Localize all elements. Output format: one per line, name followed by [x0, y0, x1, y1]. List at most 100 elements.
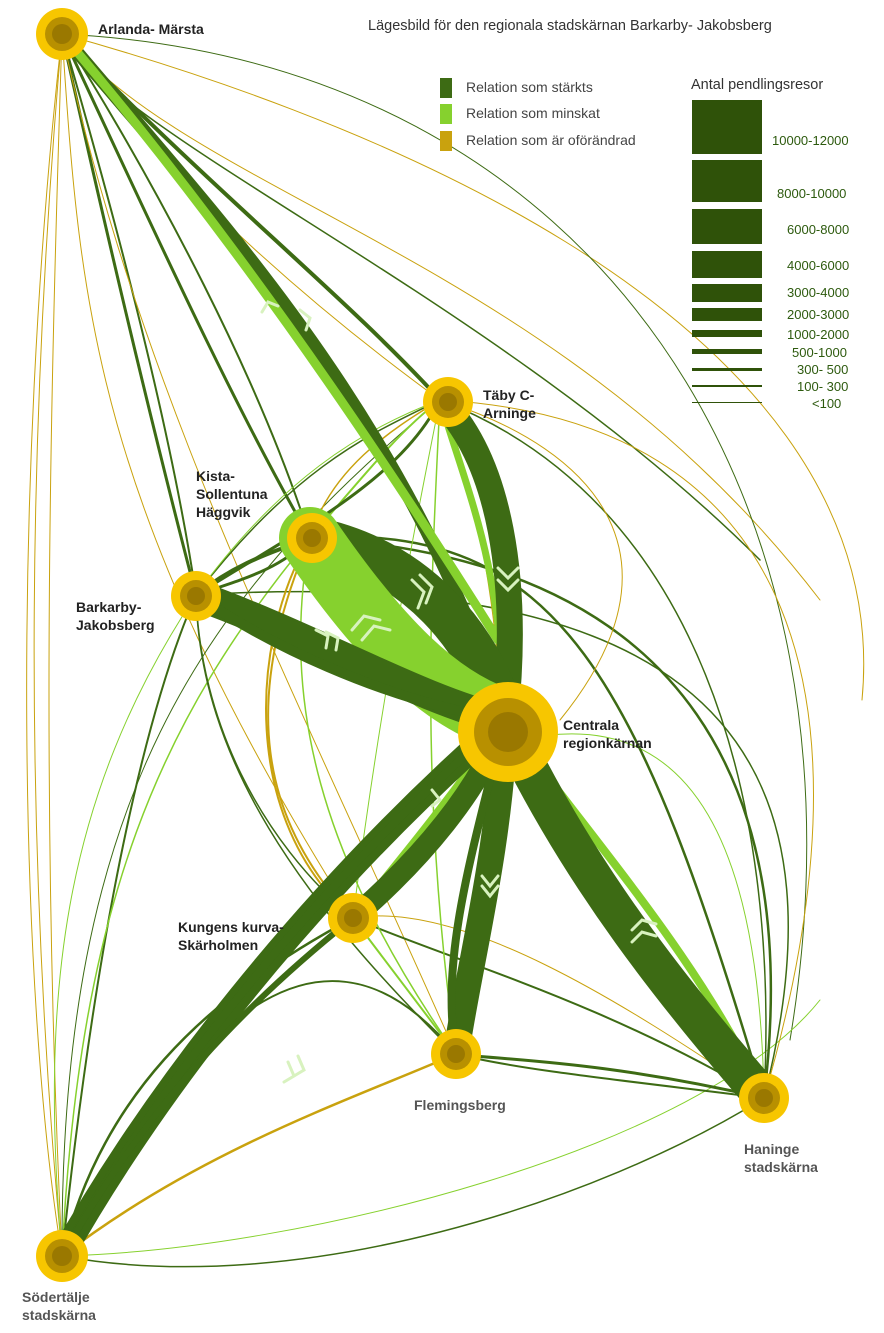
chevron-marker — [630, 918, 658, 944]
size-label: 10000-12000 — [772, 133, 849, 148]
size-bar — [692, 330, 762, 337]
chevron-marker — [410, 573, 434, 610]
size-label: 6000-8000 — [787, 222, 850, 237]
size-bar — [692, 385, 762, 387]
chevron-marker — [496, 566, 520, 593]
node-label-line: Skärholmen — [178, 937, 259, 953]
flow-line — [439, 399, 767, 1099]
node-label-arlanda: Arlanda- Märsta — [98, 21, 204, 37]
flow-line — [195, 594, 457, 1055]
node-kista — [287, 513, 337, 563]
flow-line — [60, 32, 312, 540]
node-label-flemingsberg: Flemingsberg — [414, 1097, 506, 1113]
flow-line — [61, 33, 865, 701]
node-label-line: Haninge — [744, 1141, 800, 1157]
node-label-line: Arninge — [483, 405, 536, 421]
node-label-line: Jakobsberg — [76, 617, 155, 633]
size-bar — [692, 284, 762, 302]
chevron-marker — [314, 628, 340, 652]
node-label-sodertalje: Södertälje stadskärna — [22, 1288, 96, 1324]
flow-line — [61, 399, 441, 1257]
size-label: 8000-10000 — [777, 186, 847, 201]
node-label-line: Centrala — [563, 717, 620, 733]
flow-line — [60, 916, 355, 1258]
node-label-line: stadskärna — [22, 1307, 96, 1323]
flow-line — [308, 535, 766, 1100]
node-haninge — [739, 1073, 789, 1123]
legend-swatch — [440, 78, 452, 98]
node-label-taby: Täby C- Arninge — [483, 386, 536, 422]
node-label-haninge: Haninge stadskärna — [744, 1140, 818, 1176]
chevron-marker — [480, 874, 500, 899]
flow-line — [57, 29, 503, 645]
flow-line — [60, 1052, 458, 1258]
flow-line — [267, 537, 354, 919]
flow-line — [352, 915, 765, 1099]
legend-swatch — [440, 131, 452, 151]
flow-line — [61, 33, 197, 596]
chevron-marker — [282, 1054, 306, 1084]
legend-swatch — [440, 104, 452, 124]
node-label-line: Häggvik — [196, 504, 251, 520]
flow-line — [191, 590, 510, 725]
legend-label: Relation som minskat — [466, 105, 600, 121]
node-label-line: Kista- — [196, 468, 235, 484]
size-bar — [692, 160, 762, 202]
flow-line — [352, 917, 765, 1099]
node-flemingsberg — [431, 1029, 481, 1079]
node-barkarby — [171, 571, 221, 621]
node-kungens-kurva — [328, 893, 378, 943]
size-bar — [692, 308, 762, 321]
flow-line — [59, 915, 356, 1259]
size-label: 2000-3000 — [787, 307, 850, 322]
flow-line — [61, 1097, 765, 1268]
size-bar — [692, 368, 762, 371]
node-taby — [423, 377, 473, 427]
diagram-title: Lägesbild för den regionala stadskärnan … — [368, 18, 772, 34]
node-label-line: Södertälje — [22, 1289, 90, 1305]
flow-line — [194, 398, 442, 597]
size-bar — [692, 209, 762, 244]
flow-line — [61, 33, 311, 539]
flow-line — [427, 387, 523, 733]
node-label-line: Sollentuna — [196, 486, 268, 502]
flow-line — [26, 33, 63, 1257]
flow-line — [61, 33, 808, 1041]
node-label-barkarby: Barkarby- Jakobsberg — [76, 598, 155, 634]
legend-label: Relation som stärkts — [466, 79, 593, 95]
flow-line — [439, 399, 623, 721]
chevron-marker — [260, 300, 280, 314]
flow-line — [33, 33, 63, 1257]
flow-line — [455, 1053, 765, 1099]
size-bar — [692, 402, 762, 403]
size-legend-title: Antal pendlingsresor — [691, 77, 824, 93]
size-label: 1000-2000 — [787, 327, 850, 342]
node-label-line: stadskärna — [744, 1159, 818, 1175]
size-bar — [692, 251, 762, 278]
node-label-line: Kungens kurva- — [178, 919, 284, 935]
flow-line — [439, 399, 814, 1099]
node-label-central: Centrala regionkärnan — [563, 716, 652, 752]
chevron-marker — [298, 308, 312, 332]
node-label-line: Täby C- — [483, 387, 535, 403]
flow-line — [265, 537, 354, 919]
size-label: 3000-4000 — [787, 285, 850, 300]
size-bar — [692, 100, 762, 154]
node-arlanda — [36, 8, 88, 60]
flow-line — [195, 399, 441, 596]
node-label-line: Barkarby- — [76, 599, 142, 615]
flow-line — [61, 33, 821, 601]
node-label-line: regionkärnan — [563, 735, 652, 751]
chevron-marker — [350, 614, 392, 642]
size-label: 4000-6000 — [787, 258, 850, 273]
flow-line — [486, 701, 783, 1117]
size-label: <100 — [812, 396, 842, 411]
size-bar — [692, 349, 762, 354]
size-label: 500-1000 — [792, 345, 847, 360]
flow-line — [48, 33, 63, 1257]
chevron-marker — [430, 788, 443, 808]
size-label: 100- 300 — [797, 379, 849, 394]
